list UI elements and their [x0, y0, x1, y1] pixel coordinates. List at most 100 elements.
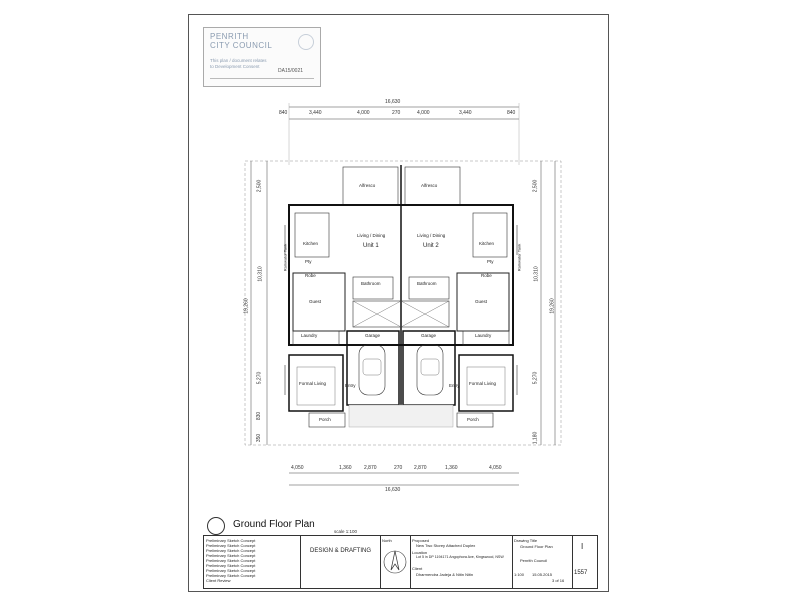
room-kitchen-left: Kitchen: [303, 241, 319, 246]
drawing-info-cell: Drawing Title Ground Floor Plan Penrith …: [512, 536, 573, 588]
issue-cell: I 1557: [572, 536, 596, 588]
issue-value: I: [581, 542, 584, 551]
scale-value: 1:100: [514, 572, 525, 577]
job-number: 1557: [574, 570, 588, 576]
room-entry-right: Entry: [449, 383, 460, 388]
council-seal-icon: [298, 34, 314, 50]
room-living-dining-left: Living / Dining: [357, 233, 386, 238]
right-overall-dimension: 19,260: [549, 298, 556, 314]
room-laundry-left: Laundry: [301, 333, 318, 338]
rainwater-tank-left: Rainwater Tank: [282, 243, 288, 272]
client-label: Client: [412, 566, 423, 571]
consent-note: This plan / document relates to Developm…: [210, 58, 267, 70]
revision-table: Preliminary Sketch Concept Preliminary S…: [204, 536, 301, 588]
bottom-dim-1: 4,050: [291, 465, 304, 471]
right-dim-4: 1,180: [532, 431, 539, 445]
sheet-value: 3 of 16: [552, 578, 565, 583]
bottom-overall-dimension: 16,630: [385, 487, 401, 493]
revision-5: Preliminary Sketch Concept: [206, 558, 256, 563]
room-entry-left: Entry: [345, 383, 356, 388]
top-dim-5: 4,000: [417, 110, 430, 116]
top-dim-2: 3,440: [309, 110, 322, 116]
location-value: Lot 5 in DP 1194171 Angophora Ave, Kings…: [416, 555, 504, 559]
project-description: New Two Storey Attached Duplex: [416, 543, 476, 548]
date-value: 15.05.2015: [532, 572, 553, 577]
left-dim-1: 2,500: [256, 179, 263, 193]
revision-4: Preliminary Sketch Concept: [206, 553, 256, 558]
council-name: PENRITH CITY COUNCIL: [210, 32, 272, 50]
room-bathroom-right: Bathroom: [417, 281, 437, 286]
company-cell: DESIGN & DRAFTING: [300, 536, 381, 588]
north-symbol-icon: [207, 517, 225, 535]
north-arrow-icon: [383, 550, 407, 574]
council-line1: PENRITH: [210, 32, 249, 41]
drawing-title-value: Ground Floor Plan: [520, 544, 553, 549]
room-alfresco-right: Alfresco: [421, 183, 438, 188]
da-number: DA15/0021: [278, 68, 304, 74]
consent-note-line1: This plan / document relates: [210, 58, 267, 63]
plan-title: Ground Floor Plan: [233, 519, 315, 530]
bottom-dim-6: 1,360: [445, 465, 458, 471]
left-dim-5: 350: [256, 433, 263, 443]
revision-9: Client Review: [206, 578, 231, 583]
room-garage-left: Garage: [365, 333, 381, 338]
right-dim-1: 2,500: [532, 179, 539, 193]
left-overall-dimension: 19,260: [243, 298, 250, 314]
project-label: Proposed: [412, 538, 430, 543]
left-dim-2: 10,310: [257, 266, 264, 282]
room-formal-living-left: Formal Living: [299, 381, 327, 386]
unit-1-label: Unit 1: [363, 243, 379, 249]
room-porch-left: Porch: [319, 417, 331, 422]
rainwater-tank-right: Rainwater Tank: [516, 243, 522, 272]
room-robe-left: Robe: [305, 273, 316, 278]
project-info-cell: Proposed New Two Storey Attached Duplex …: [410, 536, 513, 588]
room-pantry-right: Pty: [487, 259, 494, 264]
revision-2: Preliminary Sketch Concept: [206, 543, 256, 548]
plan-scale: scale 1:100: [334, 529, 358, 534]
company-name: DESIGN & DRAFTING: [310, 548, 372, 554]
room-kitchen-right: Kitchen: [479, 241, 495, 246]
room-robe-right: Robe: [481, 273, 492, 278]
bottom-dim-2: 1,360: [339, 465, 352, 471]
room-living-dining-right: Living / Dining: [417, 233, 446, 238]
top-overall-dimension: 16,630: [385, 99, 401, 105]
title-block: Preliminary Sketch Concept Preliminary S…: [203, 535, 598, 589]
revision-1: Preliminary Sketch Concept: [206, 538, 256, 543]
floor-plan-drawing: [244, 103, 562, 486]
room-porch-right: Porch: [467, 417, 479, 422]
drawing-sheet: PENRITH CITY COUNCIL This plan / documen…: [188, 14, 609, 592]
consent-note-line2: to Development Consent: [210, 64, 260, 69]
top-dim-4: 270: [392, 110, 401, 116]
top-dim-3: 4,000: [357, 110, 370, 116]
top-dim-7: 840: [507, 110, 516, 116]
top-dim-1: 840: [279, 110, 288, 116]
room-bathroom-left: Bathroom: [361, 281, 381, 286]
room-laundry-right: Laundry: [475, 333, 492, 338]
room-guest-right: Guest: [475, 299, 488, 304]
revision-6: Preliminary Sketch Concept: [206, 563, 256, 568]
unit-2-label: Unit 2: [423, 243, 439, 249]
room-alfresco-left: Alfresco: [359, 183, 376, 188]
drawing-title-label: Drawing Title: [514, 538, 538, 543]
revision-3: Preliminary Sketch Concept: [206, 548, 256, 553]
room-garage-right: Garage: [421, 333, 437, 338]
bottom-dim-4: 270: [394, 465, 403, 471]
top-dim-6: 3,440: [459, 110, 472, 116]
revision-8: Preliminary Sketch Concept: [206, 573, 256, 578]
room-guest-left: Guest: [309, 299, 322, 304]
bottom-dim-3: 2,870: [364, 465, 377, 471]
stamp-divider: [210, 78, 314, 79]
room-pantry-left: Pty: [305, 259, 312, 264]
room-formal-living-right: Formal Living: [469, 381, 497, 386]
left-dim-4: 830: [256, 411, 263, 421]
council-line2: CITY COUNCIL: [210, 41, 273, 50]
north-cell: North: [380, 536, 411, 588]
right-dim-2: 10,310: [533, 266, 540, 282]
location-label: Location: [412, 550, 428, 555]
bottom-dim-7: 4,050: [489, 465, 502, 471]
left-dim-3: 5,270: [256, 371, 263, 385]
client-value: Dharmendra Jadeja & Nitin Nitin: [416, 572, 474, 577]
bottom-dim-5: 2,870: [414, 465, 427, 471]
right-dim-3: 5,270: [532, 371, 539, 385]
council-stamp: PENRITH CITY COUNCIL This plan / documen…: [203, 27, 321, 87]
